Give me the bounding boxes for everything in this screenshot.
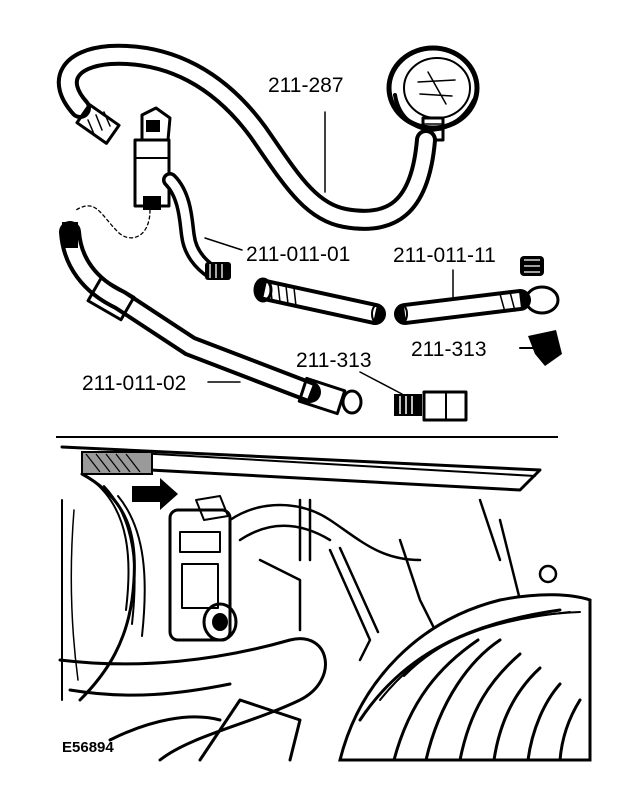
engine-body bbox=[58, 637, 327, 762]
callout-adapter-right: 211-313 bbox=[411, 338, 487, 361]
callout-hose-upper: 211-011-01 bbox=[246, 243, 350, 266]
arrow-indicator bbox=[132, 478, 178, 510]
hose-upper bbox=[162, 172, 231, 280]
leader-lines bbox=[204, 111, 454, 395]
figure-id: E56894 bbox=[62, 739, 114, 756]
hose-lower bbox=[59, 221, 363, 416]
callout-gauge: 211-287 bbox=[268, 74, 344, 97]
callout-hose-right: 211-011-11 bbox=[393, 244, 496, 267]
callout-adapter-lower: 211-313 bbox=[296, 349, 372, 372]
corrugated-duct bbox=[338, 593, 592, 762]
gauge-hose bbox=[56, 43, 437, 231]
tool-kit-panel: 211-287 211-011-01 211-011-11 211-313 21… bbox=[56, 43, 562, 422]
pressure-gauge bbox=[386, 45, 480, 142]
hose-right bbox=[394, 256, 562, 366]
callout-hose-lower: 211-011-02 bbox=[82, 372, 186, 395]
vehicle-view-panel: E56894 bbox=[58, 445, 592, 762]
coupler-block bbox=[133, 106, 172, 210]
pulley-assembly bbox=[61, 472, 146, 702]
dashed-link-line bbox=[75, 205, 151, 239]
adapter-lower bbox=[394, 390, 468, 422]
hose-segment-middle bbox=[253, 277, 386, 325]
pump-housing bbox=[168, 495, 238, 642]
